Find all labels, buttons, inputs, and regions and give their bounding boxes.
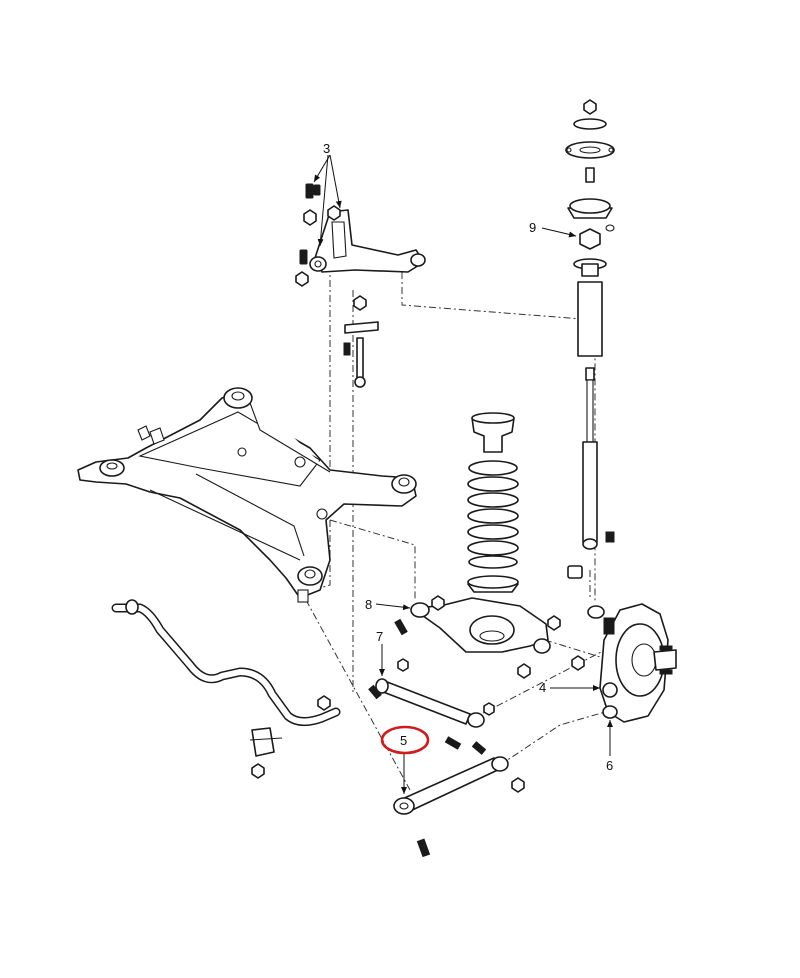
shock-absorber <box>565 99 615 579</box>
upper-arm-bolts <box>295 183 341 287</box>
callout-8: 8 <box>365 597 372 612</box>
lower-control-arm <box>394 595 561 679</box>
rear-knuckle-hub <box>571 603 677 723</box>
callout-7: 7 <box>376 629 383 644</box>
coil-spring <box>467 412 519 593</box>
stabilizer-bushing-bracket <box>249 695 331 779</box>
stabilizer-bar <box>111 599 341 726</box>
callout-9: 9 <box>529 220 536 235</box>
callout-leaders <box>313 154 613 794</box>
ball-joint-link <box>343 295 379 388</box>
callout-3: 3 <box>323 141 330 156</box>
callout-6: 6 <box>606 758 613 773</box>
toe-link <box>368 658 495 728</box>
callout-4: 4 <box>539 680 546 695</box>
rear-subframe <box>77 387 417 603</box>
highlight-ring <box>380 725 430 755</box>
rear-lower-link <box>393 736 525 858</box>
callout-5: 5 <box>400 733 407 748</box>
upper-control-arm <box>309 209 426 273</box>
